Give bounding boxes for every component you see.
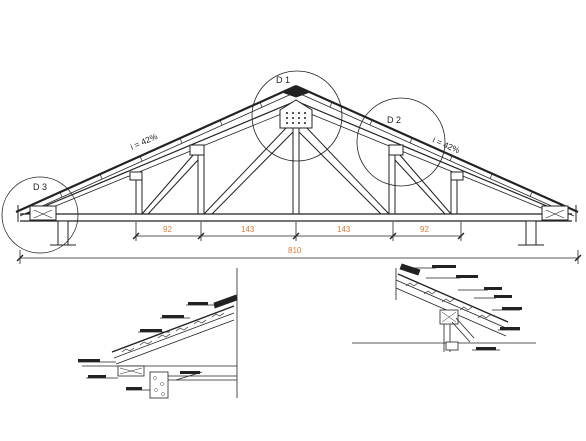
detail-circle-d2	[356, 97, 446, 187]
dimension-seg3: 143	[337, 225, 351, 234]
tile-ticks	[59, 101, 533, 198]
dimension-lines	[16, 222, 582, 264]
dimension-seg4: 92	[420, 225, 429, 234]
eave-detail-drawing	[78, 268, 238, 399]
purlin-blocks	[129, 144, 464, 181]
detail-circle-d1	[251, 70, 343, 162]
right-bearing	[518, 205, 577, 246]
apex-gusset-plate	[279, 85, 313, 129]
dimension-total: 810	[288, 246, 302, 255]
truss-elevation	[1, 70, 579, 254]
detail-label-d1: D 1	[276, 75, 290, 85]
vertical-members	[135, 120, 458, 214]
purlin-detail-labels	[432, 265, 522, 350]
detail-label-d3: D 3	[33, 182, 47, 192]
purlin-detail-drawing	[352, 263, 536, 352]
bottom-chord	[20, 213, 572, 222]
dimension-seg1: 92	[163, 225, 172, 234]
roof-covering	[15, 84, 579, 217]
detail-circles	[1, 70, 446, 254]
left-bearing	[17, 205, 76, 246]
detail-circle-d3	[1, 176, 79, 254]
detail-label-d2: D 2	[387, 115, 401, 125]
dimension-seg2: 143	[241, 225, 255, 234]
diagonal-members	[141, 125, 452, 215]
eave-detail-labels	[78, 302, 208, 390]
top-chord	[25, 100, 567, 215]
